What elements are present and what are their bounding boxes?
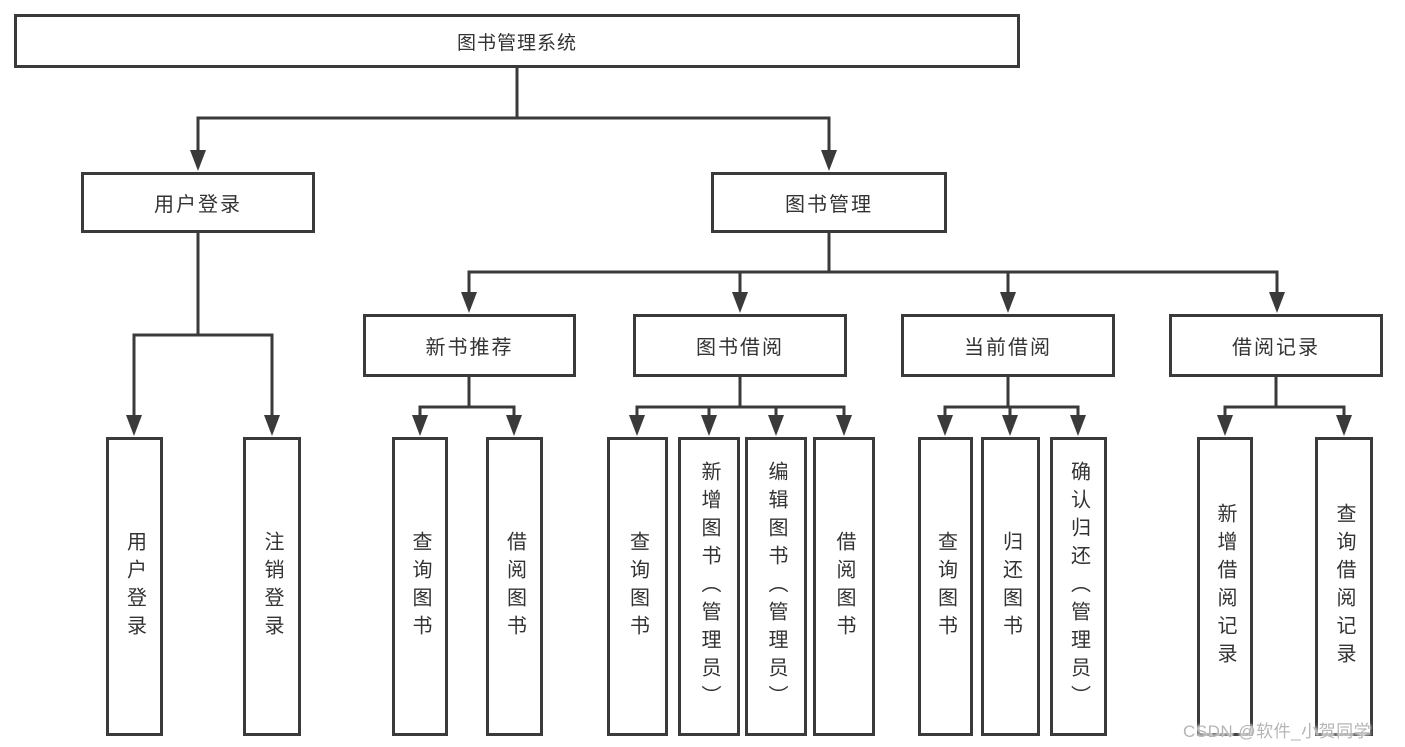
node-label: 新书推荐 <box>425 337 514 359</box>
node-label: 查询图书 <box>626 530 649 643</box>
node-book-management-system: 图书管理系统 <box>14 14 1020 68</box>
node-label: 用户登录 <box>154 194 242 216</box>
leaf-add-books-admin: 新增图书（管理员） <box>678 437 740 736</box>
edge-bookborrow-branch <box>635 405 846 416</box>
node-user-login: 用户登录 <box>81 172 315 233</box>
node-label: 当前借阅 <box>964 337 1052 359</box>
node-label: 确认归还（管理员） <box>1067 460 1090 713</box>
leaf-add-borrow-record: 新增借阅记录 <box>1197 437 1253 736</box>
node-borrow-records: 借阅记录 <box>1169 314 1383 377</box>
arrowhead-icon <box>701 415 717 436</box>
connector-paths <box>132 66 1346 416</box>
arrowhead-icon <box>412 415 428 436</box>
arrowhead-icon <box>1217 415 1233 436</box>
leaf-logout: 注销登录 <box>243 437 301 736</box>
node-label: 借阅图书 <box>503 530 526 643</box>
edge-userlogin-branch <box>132 333 274 416</box>
leaf-query-books-recommend: 查询图书 <box>392 437 448 736</box>
arrowhead-icon <box>768 415 784 436</box>
node-label: 归还图书 <box>999 530 1022 643</box>
leaf-return-books: 归还图书 <box>981 437 1040 736</box>
arrowhead-icon <box>506 415 522 436</box>
node-label: 新增图书（管理员） <box>698 460 720 713</box>
edge-root-branch <box>196 116 831 150</box>
csdn-watermark: CSDN @软件_小贺同学 <box>1183 722 1372 741</box>
node-label: 借阅图书 <box>833 530 855 643</box>
leaf-query-books-borrow: 查询图书 <box>607 437 668 736</box>
arrowhead-icon <box>126 415 142 436</box>
arrowhead-icon <box>836 415 852 436</box>
arrowhead-icon <box>1000 292 1016 313</box>
node-label: 查询借阅记录 <box>1333 502 1355 671</box>
arrowhead-icon <box>1002 415 1018 436</box>
edge-newbook-branch <box>418 405 516 416</box>
leaf-edit-books-admin: 编辑图书（管理员） <box>745 437 807 736</box>
arrowheads <box>126 150 1352 436</box>
node-label: 图书管理 <box>785 194 873 216</box>
node-new-book-recommend: 新书推荐 <box>363 314 576 377</box>
arrowhead-icon <box>1336 415 1352 436</box>
arrowhead-icon <box>821 150 837 171</box>
arrowhead-icon <box>1070 415 1086 436</box>
node-label: 编辑图书（管理员） <box>765 460 787 713</box>
leaf-confirm-return-admin: 确认归还（管理员） <box>1050 437 1107 736</box>
edge-borrowrecords-branch <box>1223 405 1346 416</box>
arrowhead-icon <box>732 292 748 313</box>
node-label: 图书管理系统 <box>456 32 577 54</box>
node-label: 查询图书 <box>934 530 957 643</box>
leaf-query-borrow-record: 查询借阅记录 <box>1315 437 1373 736</box>
node-label: 查询图书 <box>409 530 431 643</box>
edge-bookmgmt-branch <box>467 270 1279 292</box>
arrowhead-icon <box>937 415 953 436</box>
arrowhead-icon <box>190 150 206 171</box>
node-label: 新增借阅记录 <box>1214 502 1236 671</box>
node-book-management: 图书管理 <box>711 172 947 233</box>
node-book-borrow: 图书借阅 <box>633 314 847 377</box>
arrowhead-icon <box>461 292 477 313</box>
node-label: 图书借阅 <box>696 337 784 359</box>
leaf-borrow-books: 借阅图书 <box>813 437 875 736</box>
arrowhead-icon <box>1269 292 1285 313</box>
leaf-borrow-books-recommend: 借阅图书 <box>486 437 543 736</box>
leaf-query-books-current: 查询图书 <box>918 437 973 736</box>
node-label: 用户登录 <box>123 530 146 643</box>
arrowhead-icon <box>629 415 645 436</box>
node-current-borrow: 当前借阅 <box>901 314 1115 377</box>
arrowhead-icon <box>264 415 280 436</box>
node-label: 借阅记录 <box>1232 337 1320 359</box>
leaf-user-login: 用户登录 <box>106 437 163 736</box>
node-label: 注销登录 <box>261 530 283 643</box>
